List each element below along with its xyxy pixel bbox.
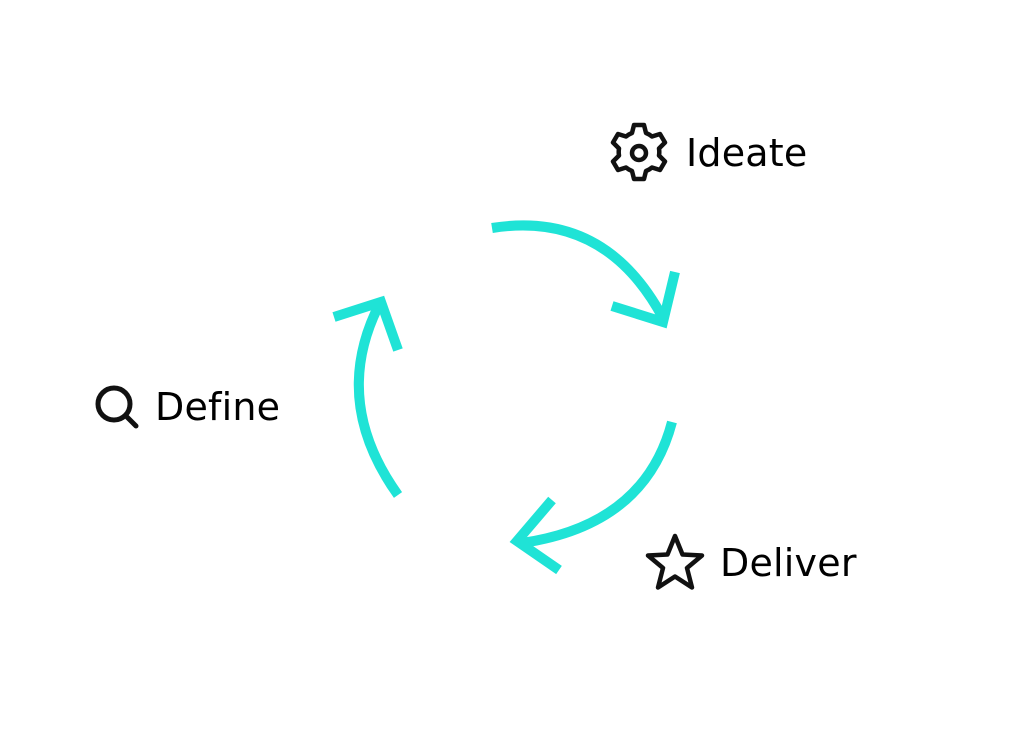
stage-define: Define [93, 383, 280, 431]
star-icon [644, 533, 706, 593]
gear-icon [606, 120, 672, 186]
stage-ideate-label: Ideate [686, 131, 808, 175]
stage-deliver-label: Deliver [720, 541, 857, 585]
search-icon [93, 383, 141, 431]
arrow-bottom [509, 420, 677, 575]
arrow-left [332, 295, 403, 498]
stage-deliver: Deliver [644, 533, 857, 593]
arrow-top-right [491, 220, 680, 329]
stage-ideate: Ideate [606, 120, 807, 186]
stage-define-label: Define [155, 385, 281, 429]
